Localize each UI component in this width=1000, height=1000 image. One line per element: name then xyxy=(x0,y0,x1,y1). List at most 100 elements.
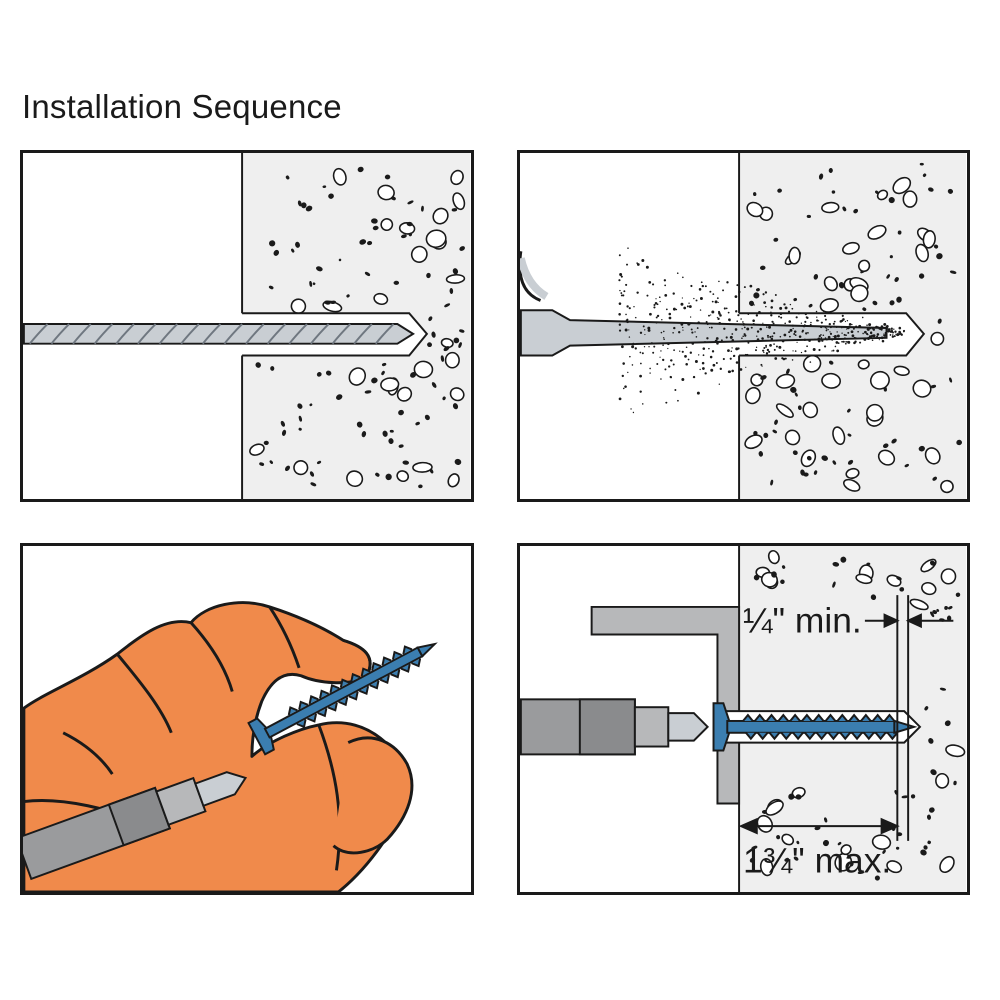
aggregate-stone xyxy=(330,300,337,304)
dust-particle xyxy=(633,306,635,308)
dust-particle xyxy=(626,305,629,308)
dust-particle xyxy=(629,355,631,358)
dust-particle xyxy=(876,333,880,336)
aggregate-stone xyxy=(280,420,286,427)
dust-particle xyxy=(846,320,849,322)
aggregate-stone xyxy=(869,370,890,390)
dust-particle xyxy=(692,375,696,379)
dust-particle xyxy=(636,263,640,266)
dust-particle xyxy=(847,340,851,344)
dust-particle xyxy=(628,329,630,331)
dust-particle xyxy=(891,329,893,332)
dust-particle xyxy=(627,247,629,249)
aggregate-stone xyxy=(431,382,437,388)
aggregate-stone xyxy=(297,403,303,409)
aggregate-stone xyxy=(357,166,364,173)
aggregate-stone xyxy=(771,571,777,578)
dust-particle xyxy=(695,299,698,302)
aggregate-stone xyxy=(775,373,796,389)
dust-particle xyxy=(727,311,730,314)
step-4-installed-panel: ¼" min. 1¾" max. xyxy=(517,543,970,895)
dust-particle xyxy=(702,367,705,370)
aggregate-stone xyxy=(767,549,780,565)
dust-particle xyxy=(770,311,772,313)
dust-particle xyxy=(709,290,712,293)
dust-particle xyxy=(723,327,726,330)
aggregate-stone xyxy=(949,270,957,274)
aggregate-stone xyxy=(388,438,394,445)
dust-particle xyxy=(647,326,651,330)
dust-particle xyxy=(842,340,845,343)
aggregate-stone xyxy=(930,611,935,618)
aggregate-stone xyxy=(857,259,871,273)
dust-particle xyxy=(765,352,769,355)
dust-particle xyxy=(618,397,622,401)
dust-particle xyxy=(618,254,621,257)
aggregate-stone xyxy=(924,447,941,465)
dust-particle xyxy=(690,328,693,331)
aggregate-stone xyxy=(857,871,865,874)
step-2-blow-panel xyxy=(517,150,970,502)
aggregate-stone xyxy=(373,292,389,306)
aggregate-stone xyxy=(380,377,400,392)
dimension-lines xyxy=(738,595,954,841)
aggregate-stone xyxy=(336,394,343,400)
dust-particle xyxy=(886,329,888,332)
dust-particle xyxy=(731,369,734,373)
aggregate-stone xyxy=(813,470,818,475)
dust-particle xyxy=(818,335,821,338)
aggregate-stone xyxy=(891,438,897,444)
aggregate-stone xyxy=(338,258,342,262)
gloved-hand-screw-icon xyxy=(23,601,438,892)
dust-particle xyxy=(816,319,819,322)
dust-particle xyxy=(620,292,623,294)
dust-particle xyxy=(682,326,684,329)
dust-particle xyxy=(636,291,639,294)
aggregate-stone xyxy=(273,249,280,256)
dust-particle xyxy=(832,335,834,338)
dust-particle xyxy=(689,351,692,354)
dust-particle xyxy=(902,329,906,332)
aggregate-stone xyxy=(765,800,784,816)
aggregate-stone xyxy=(364,271,371,276)
dust-particle xyxy=(668,316,672,320)
dust-particle xyxy=(872,328,876,331)
dust-particle xyxy=(830,338,832,340)
dust-particle xyxy=(807,332,809,334)
aggregate-stone xyxy=(940,479,954,494)
dust-particle xyxy=(651,283,655,286)
dust-particle xyxy=(828,312,830,314)
dust-particle xyxy=(788,320,791,323)
aggregate-stone xyxy=(458,342,462,348)
aggregate-stone xyxy=(923,845,928,850)
dust-particle xyxy=(663,338,665,341)
dust-particle xyxy=(876,335,879,338)
aggregate-stone xyxy=(919,162,924,166)
aggregate-stone xyxy=(332,167,347,186)
dust-particle xyxy=(676,272,679,275)
dust-particle xyxy=(898,330,901,334)
dust-particle xyxy=(880,328,883,331)
dust-particle xyxy=(705,320,708,323)
aggregate-stone xyxy=(797,405,802,411)
dust-particle xyxy=(641,403,644,405)
dust-particle xyxy=(719,314,722,317)
dust-particle xyxy=(872,334,876,338)
dust-particle xyxy=(646,294,649,297)
dust-particle xyxy=(741,328,743,330)
aggregate-stone xyxy=(937,318,942,324)
dust-particle xyxy=(778,345,782,349)
dust-particle xyxy=(835,341,839,344)
aggregate-stone xyxy=(381,370,385,376)
dust-particle xyxy=(793,332,796,335)
concrete-screw xyxy=(247,642,438,756)
dust-particle xyxy=(808,339,811,342)
aggregate-stone xyxy=(902,190,918,208)
dust-particle xyxy=(898,326,902,330)
dust-particle xyxy=(691,342,695,345)
aggregate-stone xyxy=(384,174,391,180)
dust-particle xyxy=(632,342,635,346)
dust-particle xyxy=(653,345,656,348)
dust-particle xyxy=(686,305,689,308)
aggregate-stone xyxy=(291,248,295,253)
